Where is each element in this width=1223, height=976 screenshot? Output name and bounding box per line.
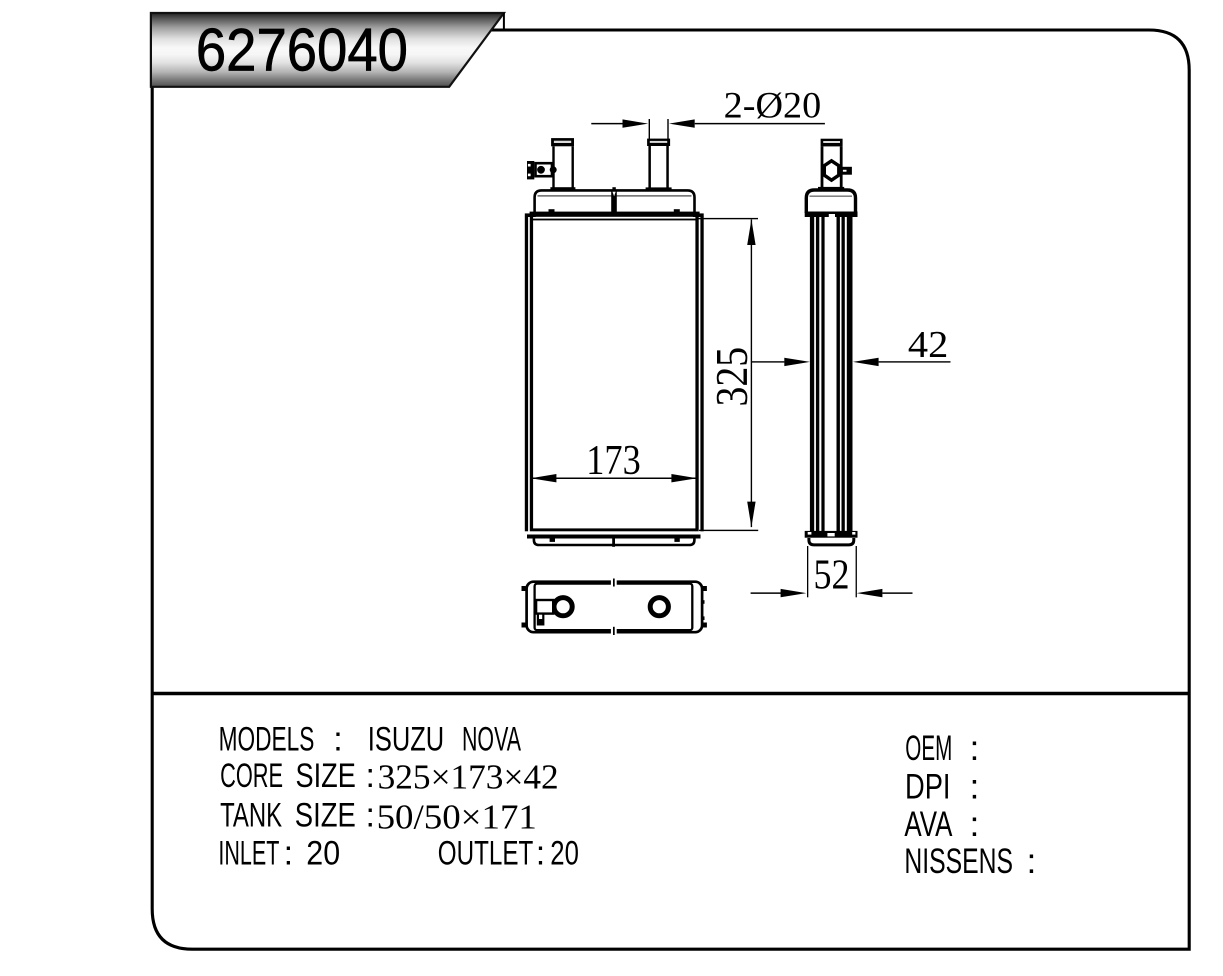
svg-text:42: 42: [908, 324, 948, 366]
svg-text:TANK: TANK: [220, 797, 282, 835]
svg-text:CORE: CORE: [220, 757, 283, 795]
svg-text:50/50×171: 50/50×171: [377, 797, 537, 836]
svg-text:MODELS: MODELS: [219, 721, 315, 759]
svg-text:AVA: AVA: [904, 804, 952, 844]
svg-text:SIZE: SIZE: [295, 797, 356, 835]
svg-text:NOVA: NOVA: [462, 721, 521, 759]
svg-text::: :: [1027, 841, 1037, 881]
svg-text:20: 20: [550, 835, 579, 873]
svg-text::: :: [333, 721, 342, 759]
svg-text:52: 52: [814, 551, 850, 598]
svg-text:6276040: 6276040: [196, 16, 408, 84]
svg-text:325×173×42: 325×173×42: [378, 758, 559, 797]
svg-text::: :: [366, 757, 375, 795]
svg-text:INLET: INLET: [218, 835, 279, 873]
svg-text:NISSENS: NISSENS: [904, 841, 1013, 881]
svg-text:OEM: OEM: [905, 728, 952, 768]
svg-text:2-Ø20: 2-Ø20: [724, 85, 822, 126]
svg-text:ISUZU: ISUZU: [368, 721, 444, 759]
svg-text:OUTLET: OUTLET: [438, 835, 534, 873]
svg-text::: :: [970, 767, 980, 807]
svg-text::: :: [536, 835, 545, 873]
svg-text::: :: [366, 797, 375, 835]
svg-text:325: 325: [707, 347, 757, 407]
svg-text:SIZE: SIZE: [296, 757, 356, 795]
svg-text:173: 173: [586, 437, 640, 484]
svg-text::: :: [284, 835, 293, 873]
svg-text:DPI: DPI: [905, 767, 951, 807]
svg-text::: :: [970, 804, 980, 844]
svg-text:20: 20: [306, 835, 340, 873]
svg-text::: :: [970, 728, 980, 768]
